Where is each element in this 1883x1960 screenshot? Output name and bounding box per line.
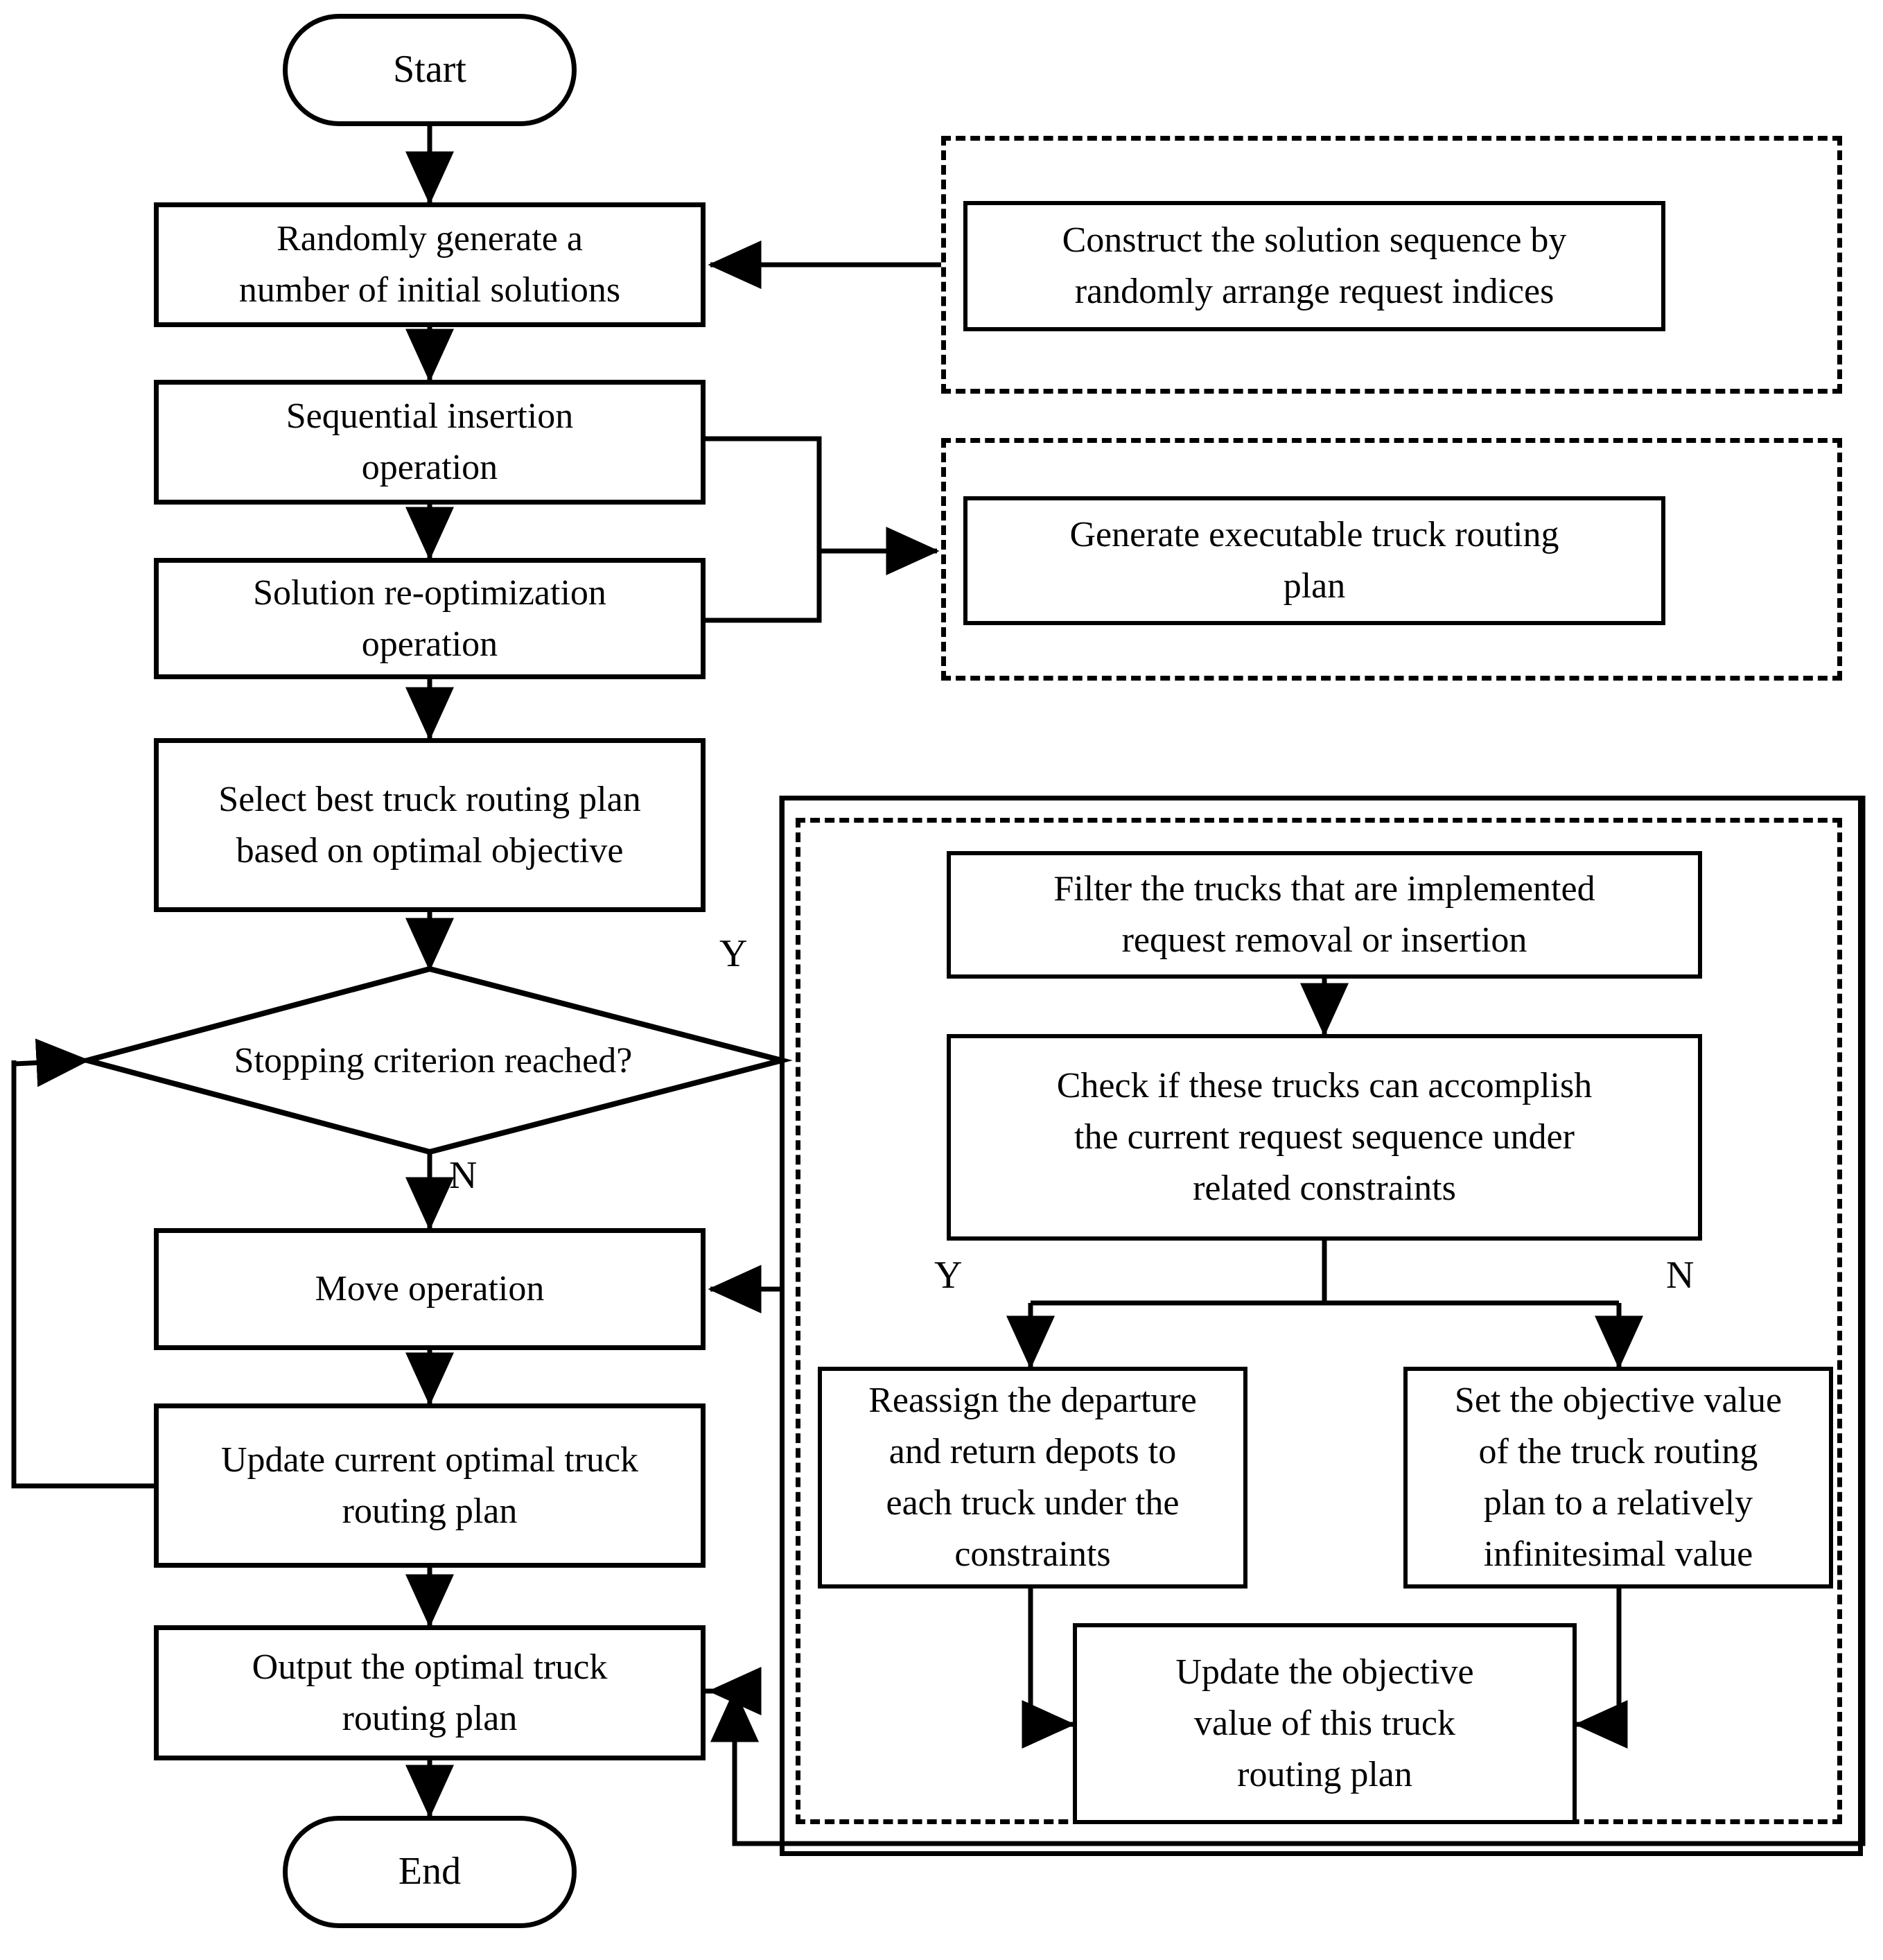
node-filter-trucks[interactable]: Filter the trucks that are implemented r… (947, 851, 1702, 979)
node-stopping-criterion-decision[interactable]: Stopping criterion reached? (118, 1026, 748, 1095)
node-construct-line1: Construct the solution sequence by (1062, 220, 1567, 261)
node-generate-line1: Generate executable truck routing (1069, 515, 1559, 555)
node-generate-executable-plan[interactable]: Generate executable truck routing plan (963, 496, 1665, 625)
node-reassign-line3: each truck under the (886, 1483, 1180, 1523)
node-reassign-line4: constraints (954, 1534, 1111, 1574)
node-filter-line1: Filter the trucks that are implemented (1053, 869, 1595, 909)
node-move-op-label: Move operation (315, 1269, 545, 1309)
generate-plan-group (941, 438, 1842, 681)
node-check-line2: the current request sequence under (1074, 1117, 1575, 1157)
node-generate-line2: plan (1283, 566, 1346, 606)
node-start-label: Start (393, 48, 466, 91)
feasibility-check-outer-frame (780, 796, 1863, 1856)
node-check-line3: related constraints (1193, 1168, 1456, 1208)
node-select-best-truck-routing-plan[interactable]: Select best truck routing plan based on … (154, 738, 706, 912)
edge-label-stopping-no: N (449, 1154, 478, 1197)
node-move-operation[interactable]: Move operation (154, 1228, 706, 1350)
node-random-init-line1: Randomly generate a (277, 219, 583, 259)
node-set-objective-line4: infinitesimal value (1483, 1534, 1753, 1574)
node-output-line2: routing plan (342, 1698, 518, 1738)
node-random-init-line2: number of initial solutions (238, 270, 621, 310)
node-randomly-generate-initial-solutions[interactable]: Randomly generate a number of initial so… (154, 202, 706, 327)
edge-label-stopping-yes: Y (719, 932, 748, 975)
node-update-current-optimal-plan[interactable]: Update current optimal truck routing pla… (154, 1403, 706, 1568)
node-update-objective-line1: Update the objective (1175, 1652, 1474, 1692)
node-select-best-line2: based on optimal objective (236, 830, 624, 870)
edge-label-check-yes: Y (934, 1254, 963, 1297)
node-set-objective-line2: of the truck routing (1478, 1432, 1758, 1472)
node-start[interactable]: Start (283, 14, 577, 126)
node-reassign-line1: Reassign the departure (868, 1381, 1197, 1421)
node-update-objective-line3: routing plan (1237, 1754, 1412, 1794)
node-filter-line2: request removal or insertion (1121, 920, 1527, 960)
node-select-best-line1: Select best truck routing plan (218, 779, 641, 819)
node-update-current-line1: Update current optimal truck (220, 1440, 639, 1480)
node-output-line1: Output the optimal truck (252, 1647, 608, 1687)
node-construct-line2: randomly arrange request indices (1074, 272, 1554, 311)
construct-sequence-group (941, 136, 1842, 394)
node-check-line1: Check if these trucks can accomplish (1056, 1066, 1593, 1106)
node-check-trucks-constraints[interactable]: Check if these trucks can accomplish the… (947, 1034, 1702, 1241)
node-reassign-depots[interactable]: Reassign the departure and return depots… (818, 1367, 1247, 1589)
node-update-current-line2: routing plan (342, 1491, 518, 1531)
node-set-objective-line3: plan to a relatively (1483, 1483, 1753, 1523)
node-update-objective-line2: value of this truck (1194, 1704, 1455, 1744)
node-solution-re-optimization-operation[interactable]: Solution re-optimization operation (154, 558, 706, 679)
node-re-opt-line2: operation (361, 624, 498, 664)
node-output-optimal-plan[interactable]: Output the optimal truck routing plan (154, 1625, 706, 1760)
node-end-label: End (398, 1850, 462, 1893)
node-reassign-line2: and return depots to (888, 1432, 1177, 1472)
node-construct-solution-sequence[interactable]: Construct the solution sequence by rando… (963, 201, 1665, 331)
node-re-opt-line1: Solution re-optimization (253, 572, 606, 613)
node-stopping-label: Stopping criterion reached? (234, 1040, 633, 1080)
node-seq-insert-line1: Sequential insertion (286, 396, 574, 437)
edge-label-check-no: N (1666, 1254, 1694, 1297)
node-sequential-insertion-operation[interactable]: Sequential insertion operation (154, 380, 706, 505)
node-end[interactable]: End (283, 1816, 577, 1928)
node-set-objective-infinitesimal[interactable]: Set the objective value of the truck rou… (1403, 1367, 1833, 1589)
node-update-objective-value[interactable]: Update the objective value of this truck… (1073, 1623, 1577, 1824)
node-seq-insert-line2: operation (361, 448, 498, 487)
node-set-objective-line1: Set the objective value (1454, 1381, 1783, 1421)
